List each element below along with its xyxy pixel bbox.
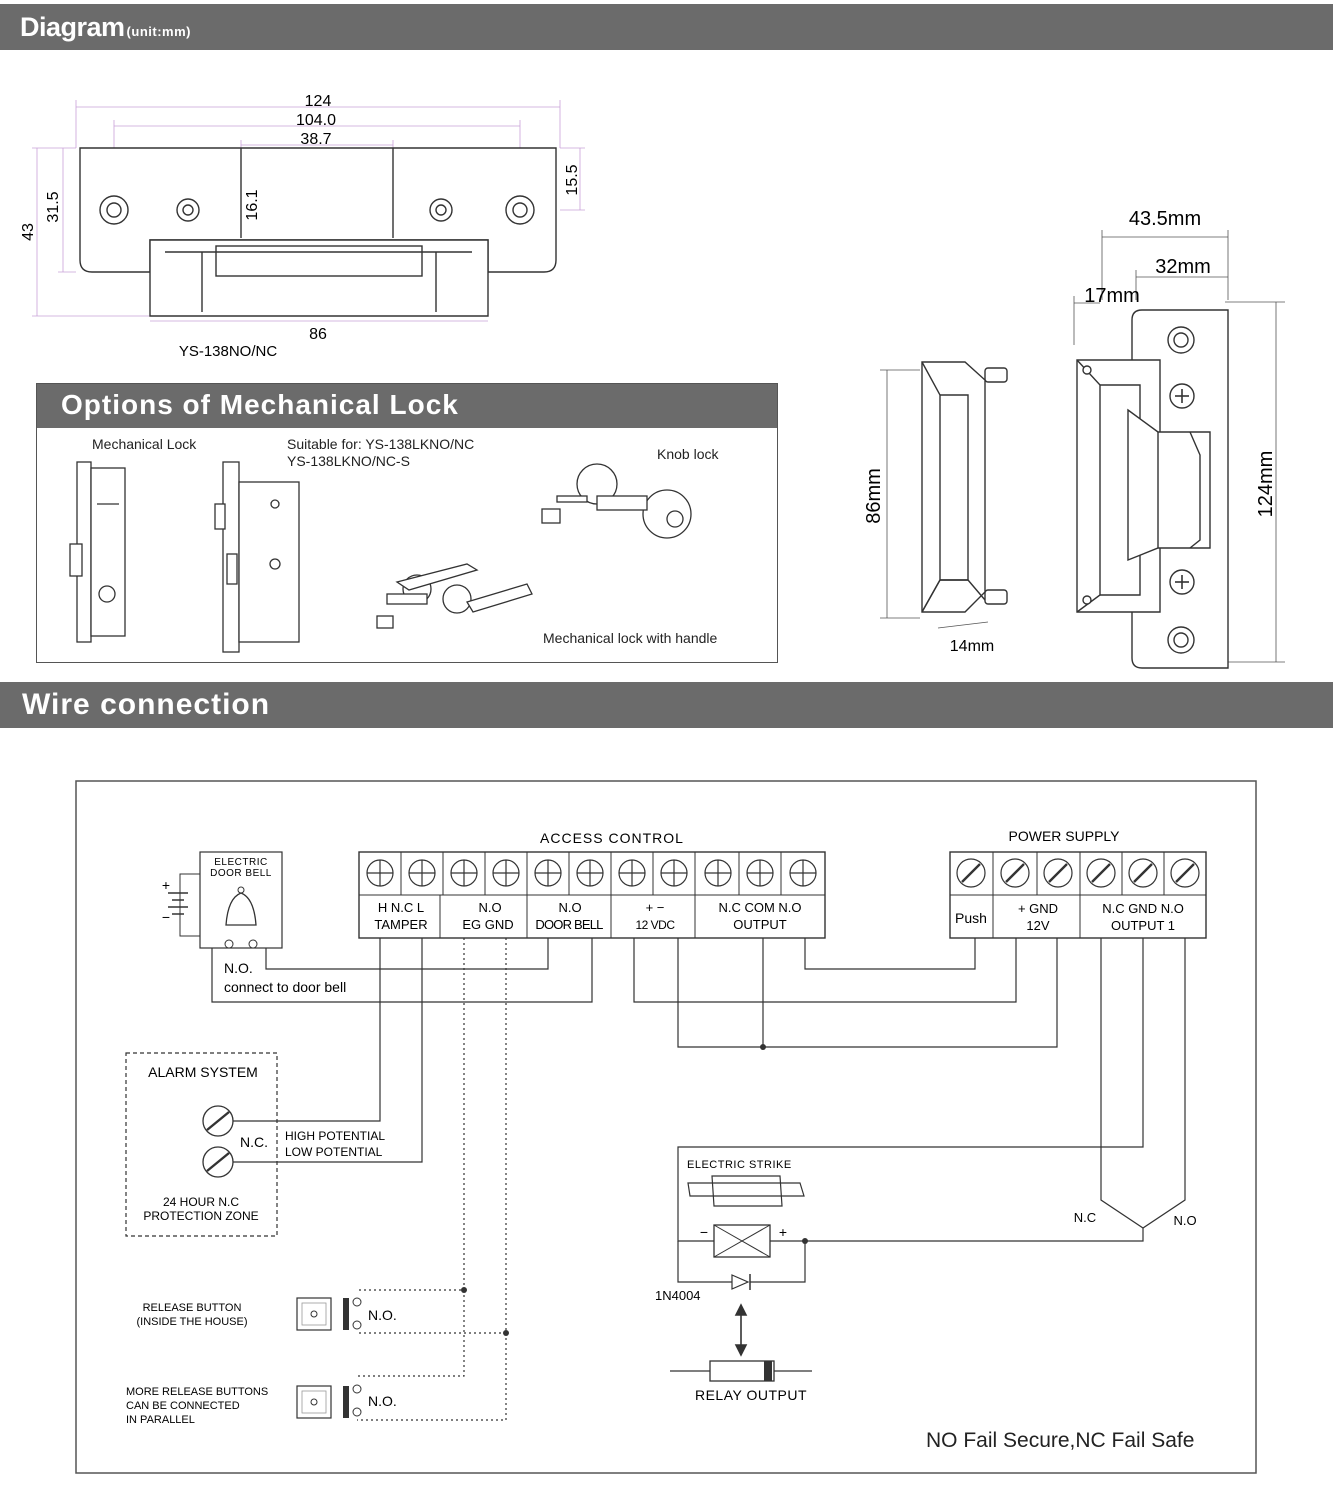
vdc-label: 12 VDC <box>635 918 675 932</box>
dim-43-5mm: 43.5mm <box>1129 208 1201 230</box>
release-button-2: MORE RELEASE BUTTONS CAN BE CONNECTED IN… <box>126 1384 397 1426</box>
wiring-diagram: ACCESS CONTROL H N.C L TAMPER <box>75 780 1257 1474</box>
strike-minus: − <box>700 1224 708 1240</box>
bell-no-label: N.O <box>558 900 581 915</box>
mechanical-lock-options: Options of Mechanical Lock Mechanical Lo… <box>36 383 778 663</box>
electric-strike-title: ELECTRIC STRIKE <box>687 1159 792 1171</box>
diagram-title: Diagram(unit:mm) <box>20 12 191 43</box>
tamper-label: TAMPER <box>374 917 427 932</box>
dim-14mm: 14mm <box>950 638 994 655</box>
dotted-wires <box>357 938 507 1421</box>
power-supply-block: POWER SUPPLY Push + GND 12V N.C GND N.O … <box>949 828 1207 939</box>
release1-line2: (INSIDE THE HOUSE) <box>136 1316 247 1328</box>
suitable-for-line1: Suitable for: YS-138LKNO/NC <box>287 436 475 452</box>
dim-124: 124 <box>305 93 332 110</box>
release1-no: N.O. <box>368 1307 397 1323</box>
diagram-unit: (unit:mm) <box>126 24 191 39</box>
handle-lock-label: Mechanical lock with handle <box>543 630 718 646</box>
dim-38-7: 38.7 <box>300 131 331 148</box>
psu-output-label: OUTPUT 1 <box>1111 918 1175 933</box>
dim-43: 43 <box>20 223 37 241</box>
dim-124mm: 124mm <box>1255 451 1277 518</box>
release2-no: N.O. <box>368 1393 397 1409</box>
dim-15-5: 15.5 <box>564 164 581 195</box>
tamper-pins: H N.C L <box>378 900 424 915</box>
dim-17mm: 17mm <box>1084 285 1140 307</box>
wires <box>211 938 1186 1283</box>
lock-illustrations <box>69 461 692 653</box>
exit-no-label: N.O <box>478 900 501 915</box>
dim-86: 86 <box>309 326 327 343</box>
relay-output-label: RELAY OUTPUT <box>695 1387 807 1403</box>
release2-line3: IN PARALLEL <box>126 1414 195 1426</box>
connect-door-bell: connect to door bell <box>224 979 346 995</box>
alarm-nc: N.C. <box>240 1134 268 1150</box>
power-supply-title: POWER SUPPLY <box>1009 828 1121 844</box>
electric-strike: ELECTRIC STRIKE − + 1N4004 RELAY OUTPUT … <box>655 1159 1197 1403</box>
dim-86mm: 86mm <box>863 468 885 524</box>
strike-icon <box>687 1175 805 1207</box>
release1-line1: RELEASE BUTTON <box>143 1302 242 1314</box>
output-label: OUTPUT <box>733 917 787 932</box>
psu-12v-label: 12V <box>1026 918 1049 933</box>
access-control-title: ACCESS CONTROL <box>540 830 684 846</box>
exit-pins: EG GND <box>462 917 513 932</box>
zone-line1: 24 HOUR N.C <box>163 1195 239 1209</box>
low-potential: LOW POTENTIAL <box>285 1145 383 1159</box>
dim-31-5: 31.5 <box>45 191 62 222</box>
diagram-header: Diagram(unit:mm) <box>0 4 1333 50</box>
dim-32mm: 32mm <box>1155 256 1211 278</box>
door-bell-title-1: ELECTRIC <box>214 857 267 868</box>
access-control-block: ACCESS CONTROL H N.C L TAMPER <box>358 830 826 939</box>
wire-connection-header: Wire connection <box>0 682 1333 728</box>
vdc-pins: + − <box>646 900 665 915</box>
dim-16-1: 16.1 <box>244 189 261 220</box>
options-title: Options of Mechanical Lock <box>61 389 459 420</box>
alarm-title: ALARM SYSTEM <box>148 1064 258 1080</box>
fail-mode-note: NO Fail Secure,NC Fail Safe <box>926 1429 1195 1452</box>
battery-minus: − <box>162 909 170 925</box>
diode-label: 1N4004 <box>655 1288 701 1303</box>
alarm-system: ALARM SYSTEM N.C. HIGH POTENTIAL LOW POT… <box>125 1052 385 1237</box>
release2-line1: MORE RELEASE BUTTONS <box>126 1386 268 1398</box>
release2-line2: CAN BE CONNECTED <box>126 1400 240 1412</box>
high-potential: HIGH POTENTIAL <box>285 1129 385 1143</box>
psu-12v-pins: + GND <box>1018 901 1058 916</box>
diagram-title-text: Diagram <box>20 12 125 42</box>
mechanical-lock-label: Mechanical Lock <box>92 436 197 452</box>
strike-plus: + <box>779 1224 787 1240</box>
push-label: Push <box>955 910 987 926</box>
door-bell-title-2: DOOR BELL <box>210 868 272 879</box>
release-button-1: RELEASE BUTTON (INSIDE THE HOUSE) N.O. <box>136 1297 397 1331</box>
wire-connection-title: Wire connection <box>22 688 271 721</box>
battery-plus: + <box>162 877 170 893</box>
knob-lock-label: Knob lock <box>657 446 719 462</box>
zone-line2: PROTECTION ZONE <box>143 1209 258 1223</box>
door-bell-no: N.O. <box>224 960 253 976</box>
top-dimension-drawing: 124 104.0 38.7 15.5 31.5 43 16.1 86 YS-1… <box>20 93 585 360</box>
options-title-bar: Options of Mechanical Lock <box>37 384 777 428</box>
psu-output-pins: N.C GND N.O <box>1102 901 1184 916</box>
dim-104: 104.0 <box>296 112 336 129</box>
side-dimension-drawing: 43.5mm 32mm 17mm 86mm 124mm 14mm <box>863 208 1285 669</box>
strike-no: N.O <box>1173 1213 1196 1228</box>
model-label: YS-138NO/NC <box>179 343 278 360</box>
wiring-frame <box>75 780 1257 1474</box>
electric-door-bell: ELECTRIC DOOR BELL + − N.O. connect to d… <box>162 851 346 995</box>
door-bell-label: DOOR BELL <box>535 917 603 932</box>
suitable-for-line2: YS-138LKNO/NC-S <box>287 453 410 469</box>
strike-nc: N.C <box>1074 1210 1096 1225</box>
output-pins: N.C COM N.O <box>718 900 801 915</box>
